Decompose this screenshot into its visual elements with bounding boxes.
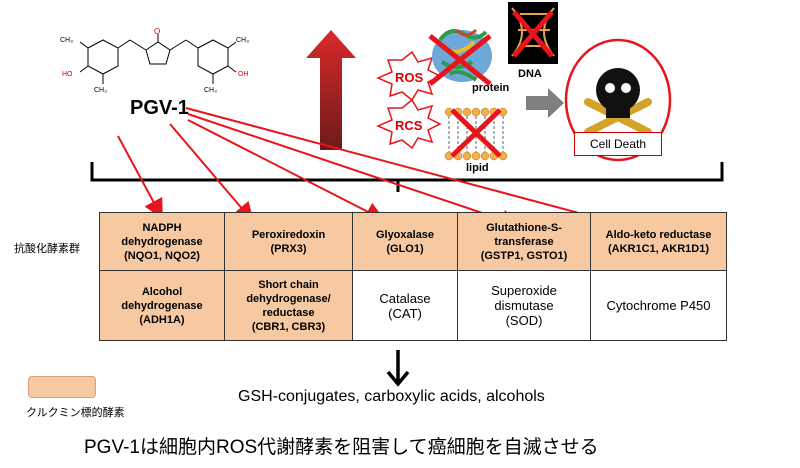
rcs-burst [376, 98, 442, 150]
lipid-label: lipid [466, 162, 489, 174]
cell-line: dehydrogenase/ [246, 292, 331, 305]
protein-cross [428, 34, 492, 86]
rcs-label: RCS [395, 118, 423, 133]
cell-line: Short chain [258, 278, 319, 291]
cell-line: Glyoxalase [375, 228, 435, 241]
ch3-label-3: CH₃ [236, 37, 249, 44]
oh-label: OH [238, 71, 249, 78]
arrow-to-gst [187, 113, 521, 230]
cell-line: dehydrogenase [121, 235, 203, 248]
arrow-to-glo [187, 119, 386, 221]
cell-line: (SOD) [505, 313, 543, 328]
ch3-label-1: CH₃ [60, 37, 73, 44]
arrow-to-nqo [117, 135, 163, 220]
cell-cat: Catalase(CAT) [352, 270, 458, 341]
down-arrow [386, 350, 410, 387]
cell-death-label: Cell Death [574, 132, 662, 156]
cell-line: dehydrogenase [121, 299, 203, 312]
cell-p450: Cytochrome P450 [590, 270, 727, 341]
cell-line: Alcohol [141, 285, 183, 298]
group-bracket [90, 162, 724, 192]
ho-label: HO [62, 71, 73, 78]
ch3-label-4: CH₃ [204, 87, 217, 94]
cell-line: (GSTP1, GSTO1) [480, 249, 568, 262]
bottom-title: PGV-1は細胞内ROS代謝酵素を阻害して癌細胞を自滅させる [84, 437, 599, 458]
cell-line: transferase [494, 235, 554, 248]
products-text: GSH-conjugates, carboxylic acids, alcoho… [238, 388, 545, 405]
cell-line: (CBR1, CBR3) [251, 320, 326, 333]
cell-line: reductase [262, 306, 315, 319]
cell-line: Aldo-keto reductase [605, 228, 712, 241]
cell-line: (AKR1C1, AKR1D1) [607, 242, 710, 255]
carbonyl-o-label: O [154, 28, 160, 36]
enzyme-group-label: 抗酸化酵素群 [14, 243, 80, 255]
cell-line: (GLO1) [386, 242, 424, 255]
cell-line: Peroxiredoxin [251, 228, 326, 241]
dna-cross [512, 10, 554, 58]
grey-arrow [526, 88, 564, 118]
protein-label: protein [472, 82, 510, 94]
big-up-arrow [306, 30, 356, 150]
cell-prx: Peroxiredoxin(PRX3) [224, 212, 353, 271]
cell-line: NADPH [142, 221, 182, 234]
ros-label: ROS [395, 70, 424, 85]
cell-line: (NQO1, NQO2) [124, 249, 200, 262]
cell-gst: Glutathione-S-transferase(GSTP1, GSTO1) [457, 212, 591, 271]
arrow-to-prx [169, 123, 254, 223]
cell-line: Glutathione-S- [486, 221, 562, 234]
legend-swatch [28, 376, 96, 398]
lipid-cross [450, 108, 502, 158]
molecule-name: PGV-1 [130, 97, 189, 119]
cell-line: dismutase [494, 298, 554, 313]
cell-glo: Glyoxalase(GLO1) [352, 212, 458, 271]
cell-line: (CAT) [388, 305, 422, 321]
cell-line: (ADH1A) [139, 313, 185, 326]
ros-burst [376, 50, 442, 102]
legend-label: クルクミン標的酵素 [26, 407, 125, 419]
cell-line: (PRX3) [270, 242, 307, 255]
ch3-label-2: CH₃ [94, 87, 107, 94]
arrow-to-akr [185, 107, 656, 239]
pgv1-structure: O CH₃ HO CH₃ CH₃ OH CH₃ [60, 28, 249, 94]
cell-line: Cytochrome P450 [606, 298, 711, 313]
skull-icon [584, 68, 652, 136]
cell-line: Catalase [379, 290, 431, 306]
dna-label: DNA [518, 68, 542, 80]
cell-akr: Aldo-keto reductase(AKR1C1, AKR1D1) [590, 212, 727, 271]
cell-line: Superoxide [491, 283, 557, 298]
